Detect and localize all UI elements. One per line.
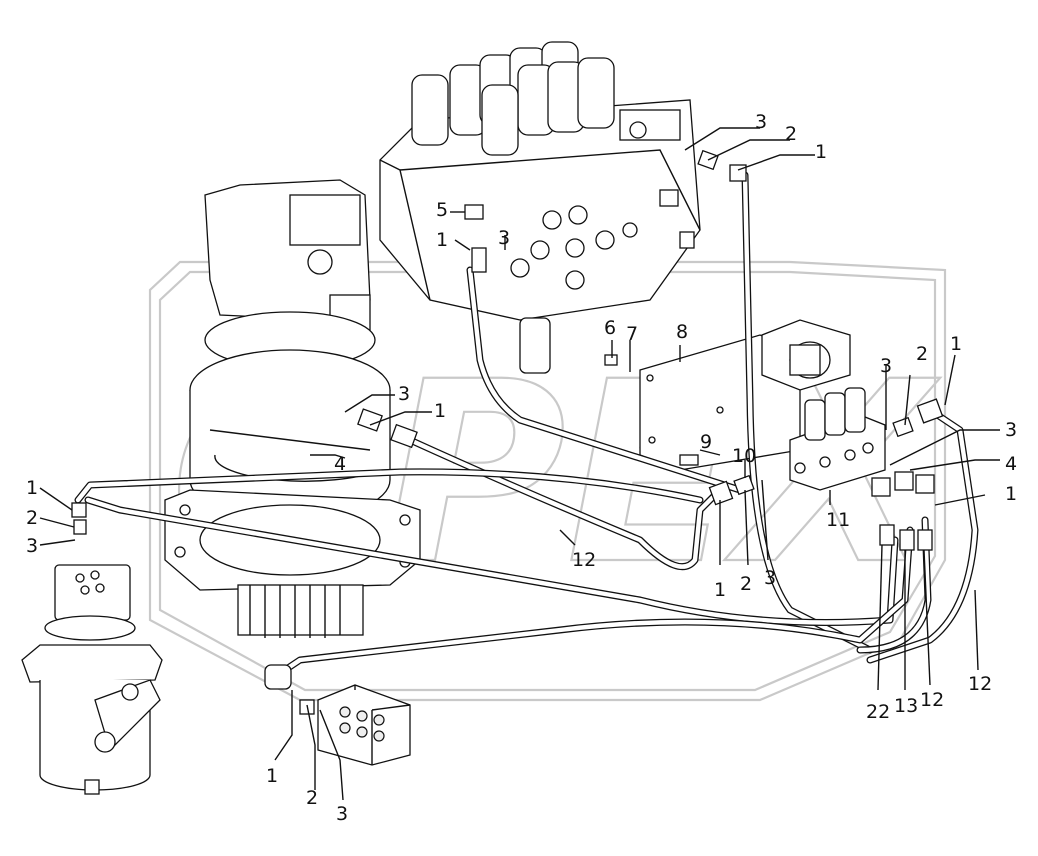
callout-13: 13 [894,695,918,717]
callout-11: 11 [826,509,850,531]
solenoid-block [789,387,886,491]
solenoid-coils [411,41,615,156]
callout-22: 22 [866,701,890,723]
valve-ports [510,109,695,290]
callout-block-4: 4 [1005,453,1017,475]
callout-motor-3: 3 [398,383,410,405]
callout-low-1: 1 [714,579,726,601]
hoses [74,171,979,684]
callout-valve-1: 1 [436,229,448,251]
callout-low-2: 2 [740,573,752,595]
callout-bottom-2: 2 [306,787,318,809]
control-valve [379,41,701,374]
callout-5: 5 [436,199,448,221]
callout-bottom-1: 1 [266,765,278,787]
callout-labels: 3 2 1 5 1 3 6 7 8 3 1 4 3 2 1 3 4 1 9 10… [26,111,1017,825]
swivel-joint [21,564,163,795]
callout-left-3: 3 [26,535,38,557]
callout-12c: 12 [968,673,992,695]
solenoid-valve-upper [761,319,851,391]
callout-12b: 12 [920,689,944,711]
callout-9: 9 [700,431,712,453]
leader-lines [39,127,1000,801]
callout-block-3a: 3 [880,355,892,377]
callout-top-2: 2 [785,123,797,145]
callout-motor-1: 1 [434,400,446,422]
callout-7: 7 [626,323,638,345]
relief-cartridge [519,317,551,374]
callout-low-3: 3 [764,567,776,589]
callout-block-3b: 3 [1005,419,1017,441]
swing-motor [164,179,421,638]
callout-10: 10 [732,445,756,467]
callout-left-2: 2 [26,507,38,529]
callout-8: 8 [676,321,688,343]
callout-left-1: 1 [26,477,38,499]
callout-block-1a: 1 [950,333,962,355]
output-pinion [237,584,364,638]
callout-bottom-3: 3 [336,803,348,825]
callout-valve-3: 3 [498,227,510,249]
callout-6: 6 [604,317,616,339]
callout-block-1b: 1 [1005,483,1017,505]
callout-top-1: 1 [815,141,827,163]
callout-top-3: 3 [755,111,767,133]
distribution-block [317,684,411,766]
callout-12a: 12 [572,549,596,571]
callout-motor-4: 4 [334,453,346,475]
callout-block-2: 2 [916,343,928,365]
fittings [71,149,944,715]
